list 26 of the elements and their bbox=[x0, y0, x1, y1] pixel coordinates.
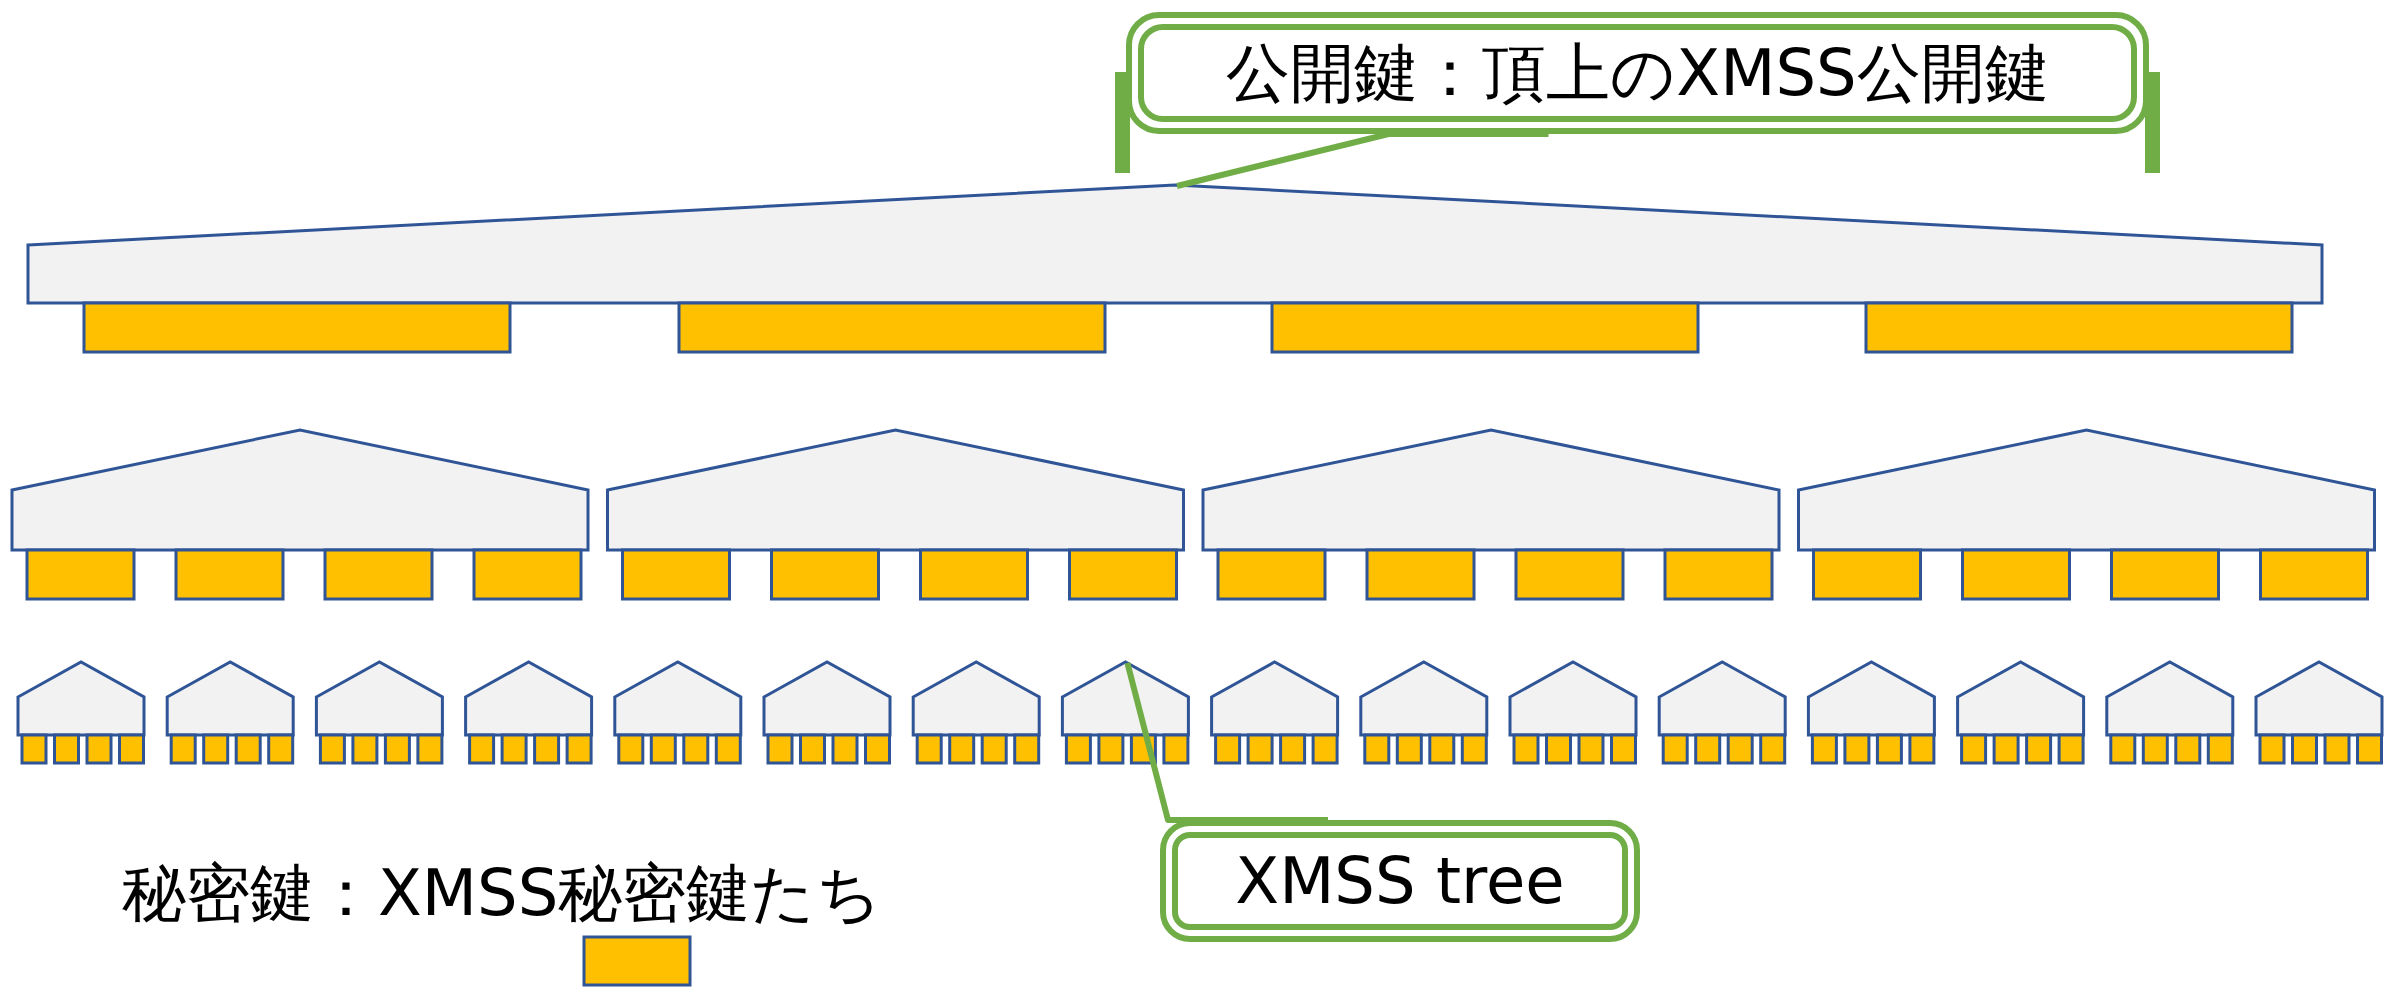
xmss-tree-drawing bbox=[911, 660, 1041, 765]
xmss-tree-drawing bbox=[464, 660, 594, 765]
xmss-tree-drawing bbox=[1508, 660, 1638, 765]
xmss-tree-drawing bbox=[1210, 660, 1340, 765]
xmss-tree-drawing bbox=[1797, 428, 2376, 601]
xmss-tree-drawing bbox=[1657, 660, 1787, 765]
xmss-tree-drawing bbox=[1060, 660, 1190, 765]
xmss-tree-drawing bbox=[1806, 660, 1936, 765]
xmss-tree-drawing bbox=[606, 428, 1185, 601]
callout-text: XMSS tree bbox=[1235, 844, 1565, 918]
callout-box bbox=[1160, 820, 1640, 942]
xmss-tree-drawing bbox=[762, 660, 892, 765]
xmss-tree-drawing bbox=[1359, 660, 1489, 765]
callout-box bbox=[1115, 12, 2160, 173]
callout-text: 公開鍵：頂上のXMSS公開鍵 bbox=[1226, 35, 2049, 112]
xmss-tree-drawing bbox=[10, 428, 590, 601]
xmss-tree-drawing bbox=[165, 660, 295, 765]
xmss-tree-drawing bbox=[26, 183, 2324, 354]
xmss-tree-drawing bbox=[2105, 660, 2235, 765]
xmss-tree-drawing bbox=[314, 660, 444, 765]
xmss-tree-drawing bbox=[1956, 660, 2086, 765]
xmss-tree-drawing bbox=[16, 660, 146, 765]
xmss-tree-drawing bbox=[1201, 428, 1781, 601]
legend-text: 秘密鍵：XMSS秘密鍵たち bbox=[122, 855, 883, 932]
xmss-tree-drawing bbox=[613, 660, 743, 765]
xmss-tree-drawing bbox=[2254, 660, 2384, 765]
